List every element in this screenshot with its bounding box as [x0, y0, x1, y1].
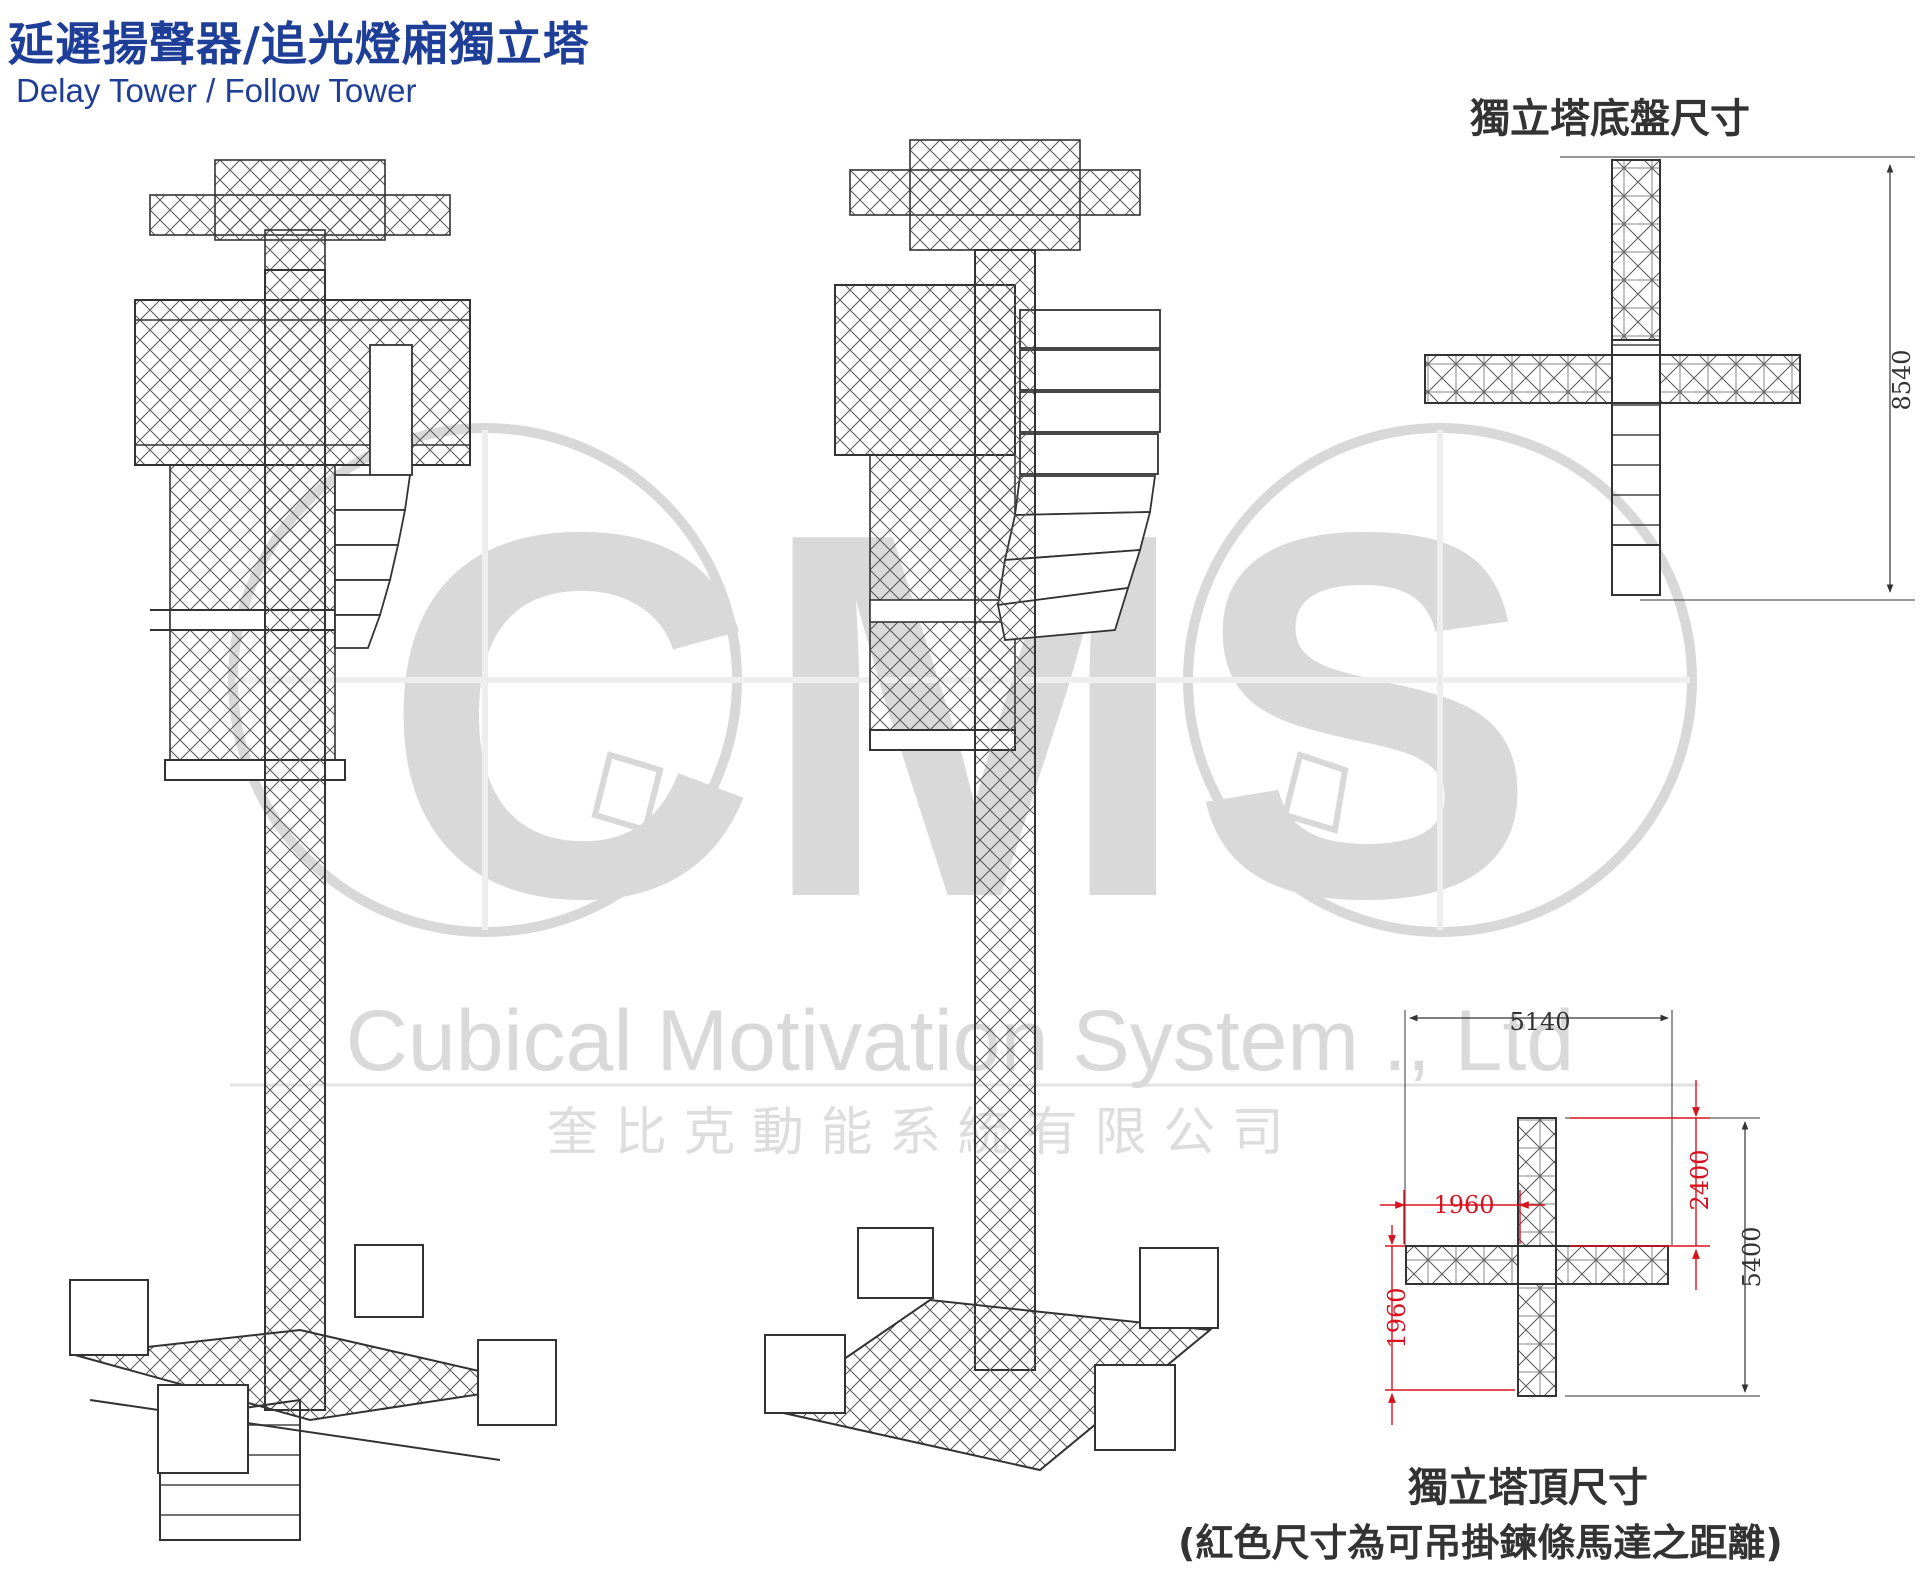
delay-tower-drawing: [69, 159, 557, 1541]
top-cross-truss: [849, 139, 1141, 251]
tower-base: [69, 1244, 557, 1541]
red-dim-1960-horizontal: 1960: [1433, 1191, 1494, 1219]
base-dim-8540: 8540: [1888, 349, 1916, 410]
red-dim-2400: 2400: [1686, 1149, 1714, 1210]
red-dimension-lines: [1380, 1080, 1710, 1425]
line-array-speakers: [334, 344, 413, 649]
top-plan-drawing: [1404, 1010, 1760, 1397]
page-title-en: Delay Tower / Follow Tower: [16, 72, 417, 109]
top-plan-note: (紅色尺寸為可吊掛鍊條馬達之距離): [1178, 1521, 1783, 1565]
tower-mast: [974, 249, 1036, 1371]
top-plan-caption: 獨立塔頂尺寸: [1408, 1465, 1648, 1511]
follow-tower-drawing: [764, 139, 1219, 1472]
top-cross-truss: [149, 159, 451, 271]
top-dim-5400: 5400: [1738, 1226, 1766, 1287]
top-dim-5140: 5140: [1509, 1008, 1570, 1036]
company-name-zh-watermark: 奎 比 克 動 能 系 統 有 限 公 司: [546, 1103, 1283, 1163]
line-array-speakers: [996, 309, 1161, 641]
tower-mast: [264, 269, 326, 1411]
company-name-en-watermark: Cubical Motivation System ., Ltd: [346, 993, 1574, 1089]
red-dim-1960-vertical: 1960: [1383, 1287, 1411, 1348]
base-plan-drawing: [1424, 156, 1915, 601]
page-title-zh: 延遲揚聲器/追光燈廂獨立塔: [8, 17, 590, 71]
base-plan-caption: 獨立塔底盤尺寸: [1470, 96, 1750, 142]
tower-base: [764, 1227, 1219, 1472]
